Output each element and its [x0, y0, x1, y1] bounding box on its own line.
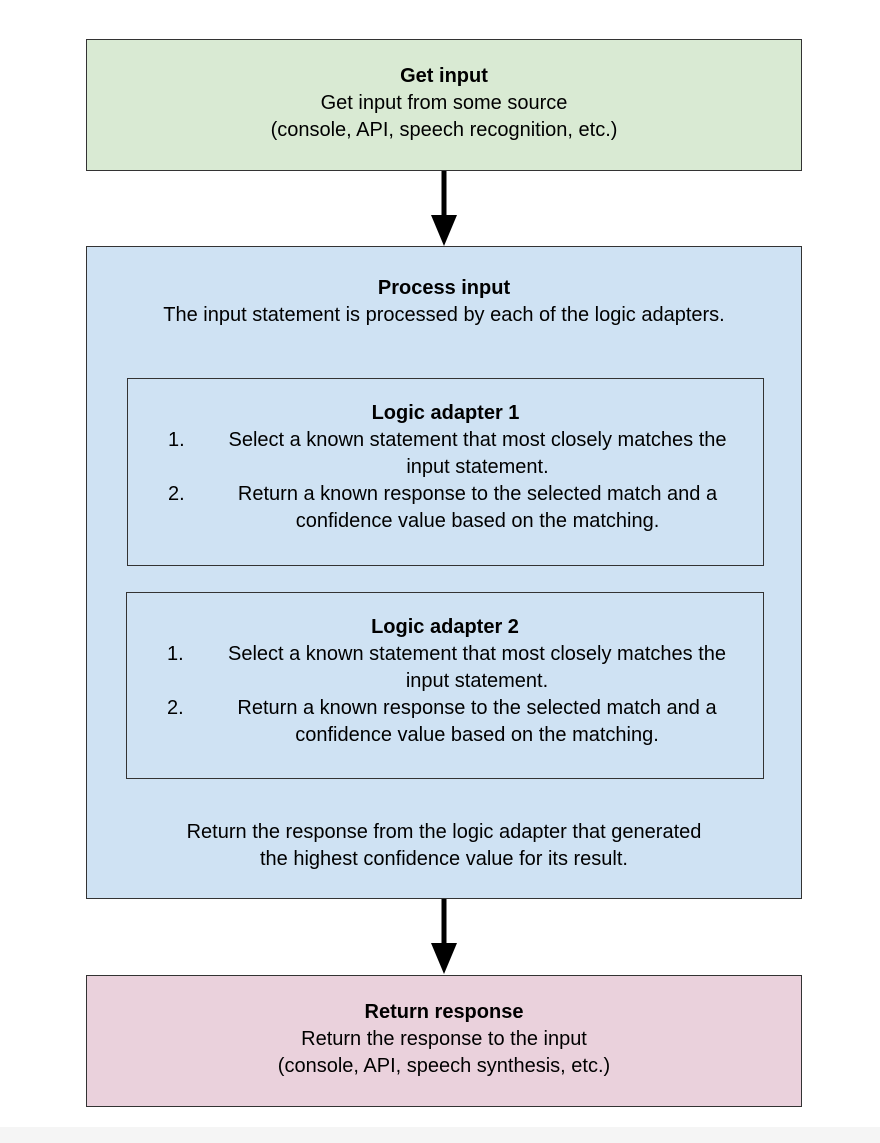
logic-adapter-1-box: Logic adapter 1 1. Select a known statem…	[127, 378, 764, 566]
return-response-title: Return response	[364, 1001, 524, 1023]
logic-adapter-2-box: Logic adapter 2 1. Select a known statem…	[126, 592, 764, 779]
process-input-footer: Return the response from the logic adapt…	[87, 819, 801, 873]
process-footer-line-2: the highest confidence value for its res…	[260, 848, 628, 870]
bottom-strip	[0, 1127, 880, 1143]
step-number: 1.	[167, 643, 184, 665]
process-footer-line-1: Return the response from the logic adapt…	[186, 821, 702, 843]
logic-adapter-1-title: Logic adapter 1	[371, 402, 520, 424]
return-response-line-1: Return the response to the input	[301, 1028, 587, 1050]
arrow-down-icon	[431, 171, 457, 246]
step-text: Select a known statement that most close…	[228, 429, 727, 478]
logic-adapter-2-steps: 1. Select a known statement that most cl…	[127, 641, 763, 749]
logic-adapter-2-title: Logic adapter 2	[371, 616, 519, 638]
list-item: 2. Return a known response to the select…	[128, 481, 763, 535]
step-number: 2.	[168, 483, 185, 505]
list-item: 1. Select a known statement that most cl…	[128, 427, 763, 481]
get-input-title: Get input	[400, 65, 488, 87]
list-item: 1. Select a known statement that most cl…	[127, 641, 763, 695]
logic-adapter-1-steps: 1. Select a known statement that most cl…	[128, 427, 763, 535]
process-input-header: Process input The input statement is pro…	[87, 275, 801, 329]
return-response-box: Return response Return the response to t…	[86, 975, 802, 1107]
process-input-title: Process input	[377, 277, 511, 299]
get-input-line-1: Get input from some source	[320, 92, 568, 114]
step-text: Return a known response to the selected …	[237, 697, 717, 746]
return-response-line-2: (console, API, speech synthesis, etc.)	[277, 1055, 611, 1077]
step-number: 2.	[167, 697, 184, 719]
arrow-down-icon	[431, 899, 457, 974]
get-input-box: Get input Get input from some source (co…	[86, 39, 802, 171]
get-input-line-2: (console, API, speech recognition, etc.)	[270, 119, 618, 141]
process-input-box: Process input The input statement is pro…	[86, 246, 802, 899]
step-number: 1.	[168, 429, 185, 451]
list-item: 2. Return a known response to the select…	[127, 695, 763, 749]
process-input-subtitle: The input statement is processed by each…	[163, 304, 725, 326]
step-text: Return a known response to the selected …	[237, 483, 718, 532]
step-text: Select a known statement that most close…	[227, 643, 727, 692]
